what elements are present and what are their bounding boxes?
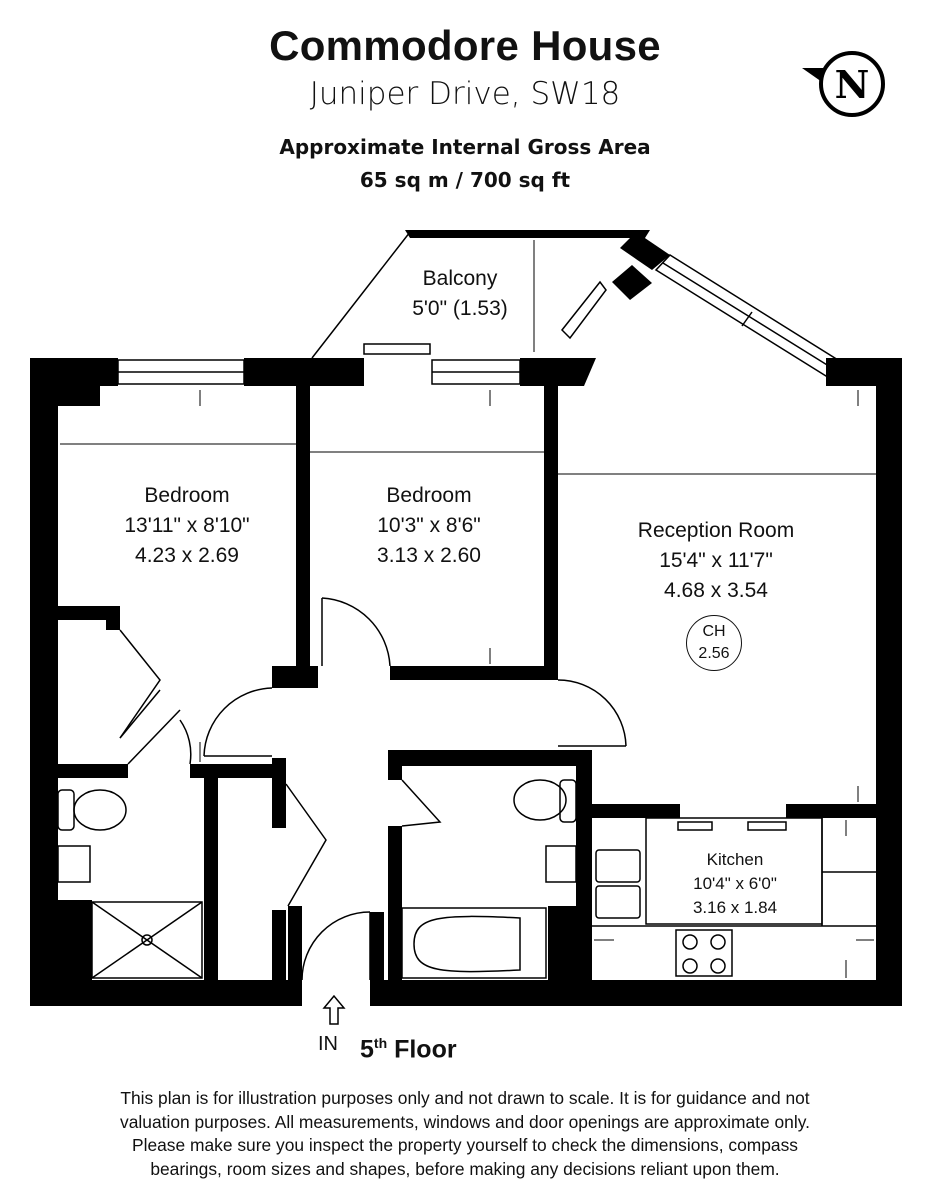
reception-label: Reception Room 15'4" x 11'7" 4.68 x 3.54 — [606, 516, 826, 606]
disclaimer-line: Please make sure you inspect the propert… — [131, 1135, 798, 1155]
property-title: Commodore House — [269, 22, 661, 69]
north-compass-icon: N — [802, 51, 885, 117]
bedroom1-name: Bedroom — [144, 484, 230, 507]
kitchen-name: Kitchen — [706, 850, 764, 869]
ch-label: CH — [702, 623, 726, 640]
area-label: Approximate Internal Gross Area — [279, 135, 651, 159]
bedroom1-metric: 4.23 x 2.69 — [135, 544, 239, 567]
balcony-label: Balcony 5'0" (1.53) — [390, 264, 530, 324]
dimension-arrows — [60, 240, 876, 978]
thin-lines — [57, 231, 876, 1025]
disclaimer-line: This plan is for illustration purposes o… — [120, 1088, 810, 1108]
reception-imperial: 15'4" x 11'7" — [659, 549, 773, 572]
disclaimer-line: valuation purposes. All measurements, wi… — [120, 1111, 810, 1132]
ceiling-height-marker: CH 2.56 — [686, 615, 742, 671]
bedroom2-metric: 3.13 x 2.60 — [377, 544, 481, 567]
balcony-name: Balcony — [422, 267, 498, 290]
bedroom2-label: Bedroom 10'3" x 8'6" 3.13 x 2.60 — [334, 481, 524, 571]
area-value: 65 sq m / 700 sq ft — [359, 168, 571, 192]
bedroom1-label: Bedroom 13'11" x 8'10" 4.23 x 2.69 — [92, 481, 282, 571]
bedroom2-name: Bedroom — [386, 484, 472, 507]
floor-word: Floor — [394, 1035, 457, 1064]
floor-number: 5 — [360, 1035, 374, 1064]
bedroom1-imperial: 13'11" x 8'10" — [124, 514, 250, 537]
kitchen-label: Kitchen 10'4" x 6'0" 3.16 x 1.84 — [660, 848, 810, 920]
floor-label: 5th Floor — [360, 1035, 560, 1064]
bedroom2-imperial: 10'3" x 8'6" — [377, 514, 481, 537]
entrance-label: IN — [318, 1033, 338, 1055]
property-address: Juniper Drive, SW18 — [309, 76, 621, 112]
disclaimer-line: bearings, room sizes and shapes, before … — [150, 1158, 780, 1179]
reception-metric: 4.68 x 3.54 — [664, 579, 768, 602]
floor-suffix: th — [373, 1035, 388, 1051]
ch-value: 2.56 — [698, 645, 730, 662]
balcony-size: 5'0" (1.53) — [412, 297, 508, 320]
kitchen-imperial: 10'4" x 6'0" — [693, 874, 777, 893]
disclaimer: This plan is for illustration purposes o… — [40, 1087, 890, 1181]
kitchen-metric: 3.16 x 1.84 — [692, 898, 778, 917]
compass-letter: N — [835, 62, 870, 107]
walls — [30, 230, 902, 1006]
reception-name: Reception Room — [637, 519, 795, 542]
